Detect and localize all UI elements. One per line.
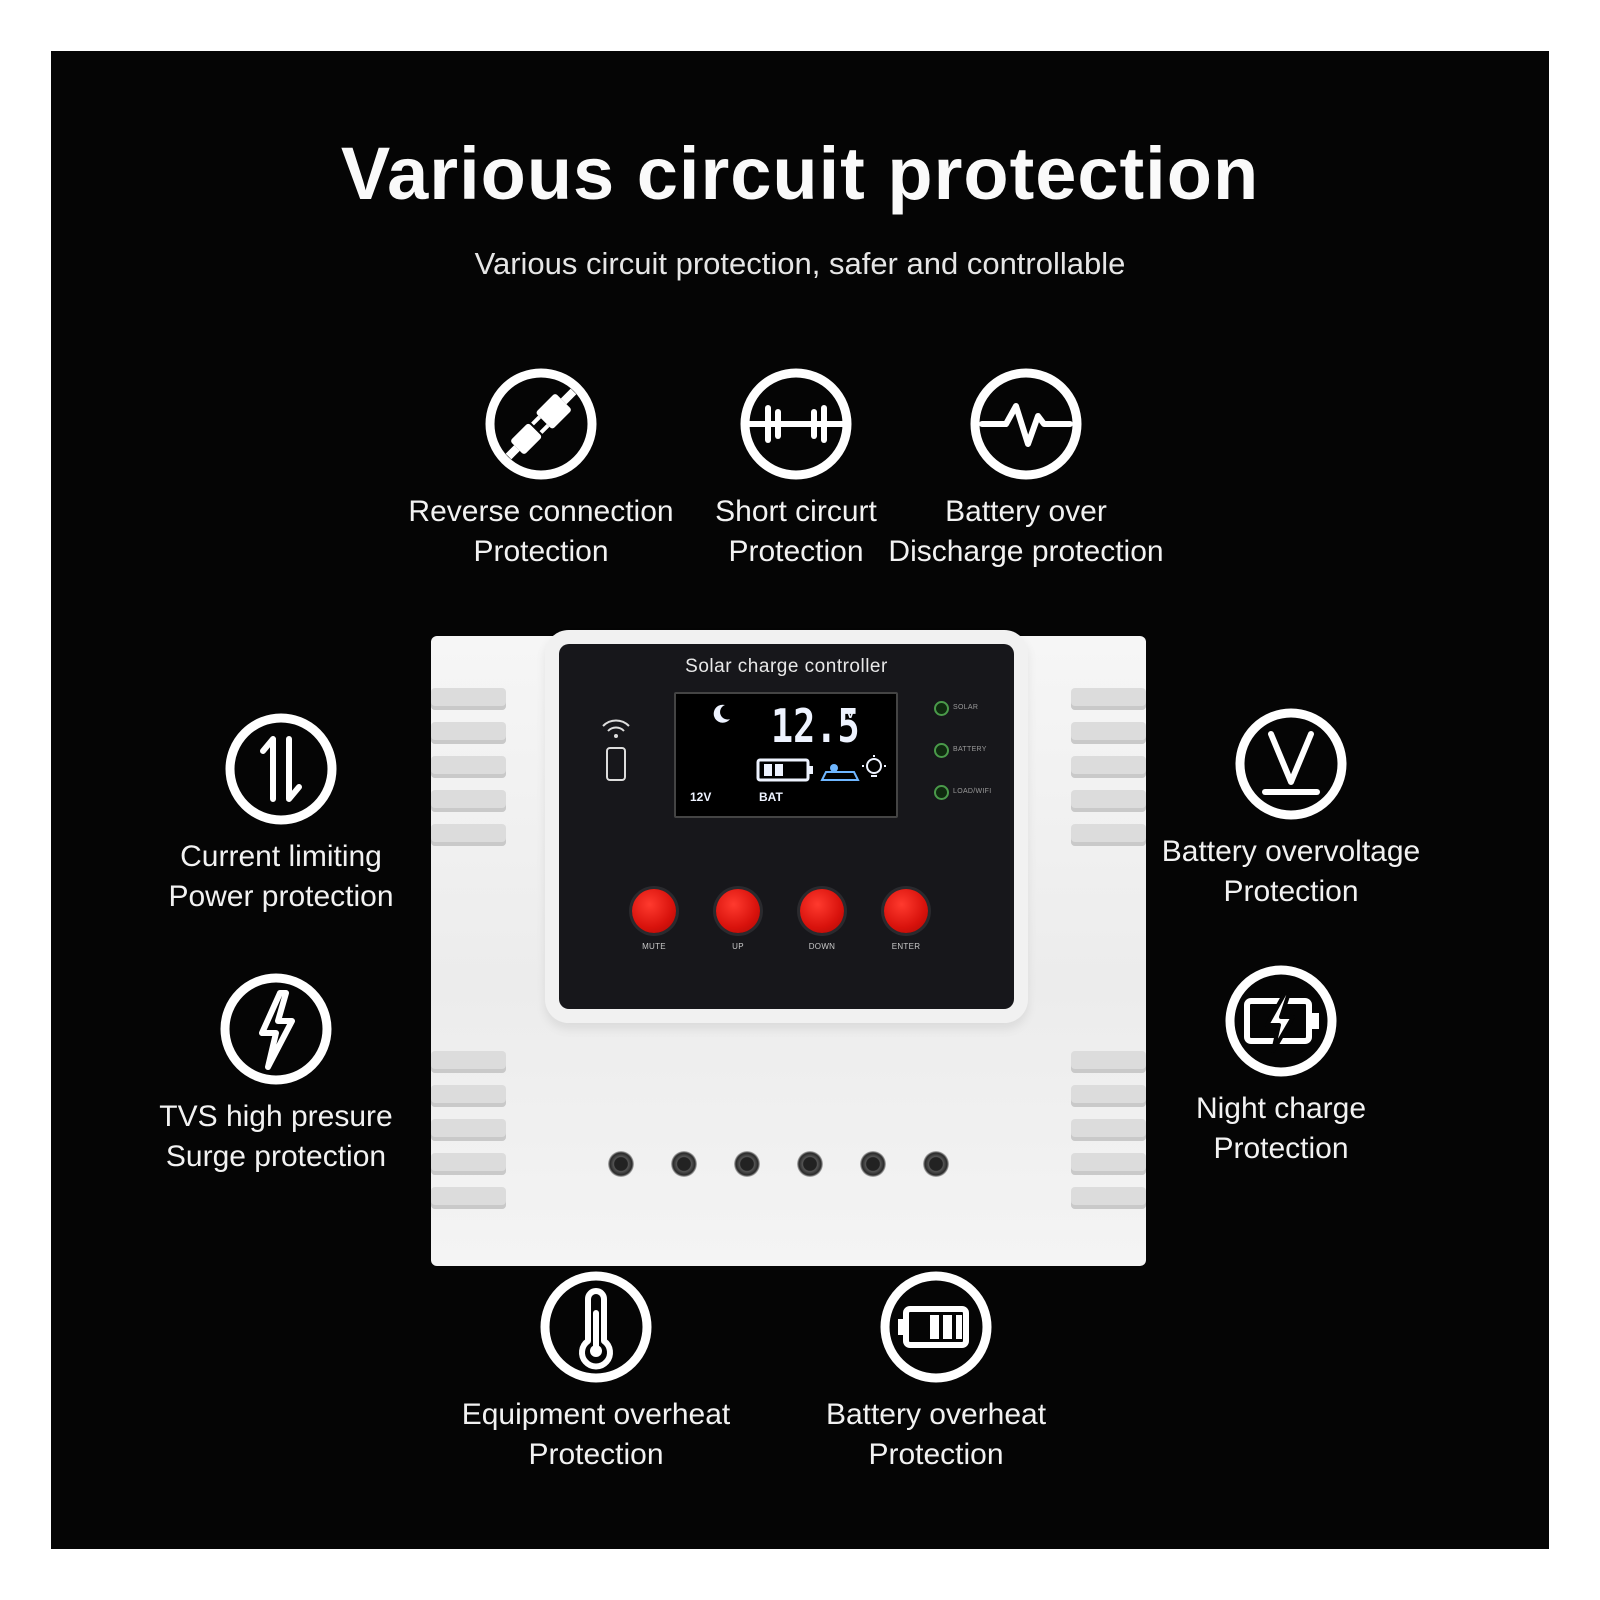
cooling-fin xyxy=(431,824,506,846)
terminal-screw xyxy=(860,1151,886,1177)
feature-label-line2: Protection xyxy=(473,535,609,568)
down-button[interactable] xyxy=(800,889,844,933)
feature-label-line1: Equipment overheat xyxy=(461,1398,731,1431)
pulse-icon xyxy=(970,368,1082,480)
cooling-fin xyxy=(1071,790,1146,812)
led-label-solar: SOLAR xyxy=(953,704,979,711)
terminal-screw xyxy=(671,1151,697,1177)
cooling-fin xyxy=(1071,756,1146,778)
up-button[interactable] xyxy=(716,889,760,933)
cooling-fin xyxy=(431,1051,506,1073)
wifi-phone-icon xyxy=(602,719,630,781)
lcd-display: 12.5 V xyxy=(674,692,898,818)
feature-label-line2: Surge protection xyxy=(165,1140,387,1173)
cooling-fin xyxy=(431,1187,506,1209)
feature-label-line2: Power protection xyxy=(168,880,394,913)
lightning-icon xyxy=(220,973,332,1085)
cooling-fin xyxy=(431,722,506,744)
feature-label-line1: Reverse connection xyxy=(408,495,674,528)
feature-label-line2: Protection xyxy=(868,1438,1004,1471)
lcd-battery-icon xyxy=(756,758,813,782)
terminal-screw xyxy=(923,1151,949,1177)
cooling-fin xyxy=(431,688,506,710)
cooling-fin xyxy=(1071,1119,1146,1141)
lcd-voltage: 12.5 xyxy=(771,699,860,753)
device-body: Solar charge controller 12.5 V xyxy=(431,636,1146,1266)
feature-tvs-surge: TVS high presure Surge protection xyxy=(136,971,416,1177)
page-title: Various circuit protection xyxy=(340,132,1260,215)
down-button-label: DOWN xyxy=(808,942,836,951)
feature-battery-overvoltage: Battery overvoltage Protection xyxy=(1141,706,1441,912)
terminal-screw xyxy=(608,1151,634,1177)
led-label-load-wifi: LOAD/WIFI xyxy=(953,788,992,795)
panel-title: Solar charge controller xyxy=(685,656,888,677)
thermometer-icon xyxy=(540,1271,652,1383)
terminal-screw xyxy=(734,1151,760,1177)
plug-icon xyxy=(485,368,597,480)
cooling-fin xyxy=(1071,722,1146,744)
led-solar xyxy=(934,701,949,716)
feature-label-line2: Protection xyxy=(1223,875,1359,908)
cooling-fin xyxy=(431,1085,506,1107)
feature-label-line2: Protection xyxy=(528,1438,664,1471)
feature-short-circuit: Short circurt Protection xyxy=(666,366,926,572)
led-battery xyxy=(934,743,949,758)
cooling-fin xyxy=(1071,688,1146,710)
cooling-fin xyxy=(1071,1051,1146,1073)
feature-label-line1: Battery over xyxy=(945,495,1107,528)
enter-button-label: ENTER xyxy=(891,942,921,951)
cooling-fin xyxy=(1071,1085,1146,1107)
feature-label-line1: Short circurt xyxy=(715,495,877,528)
feature-night-charge: Night charge Protection xyxy=(1151,963,1411,1169)
led-load-wifi xyxy=(934,785,949,800)
led-label-battery: BATTERY xyxy=(953,746,987,753)
feature-label-line2: Protection xyxy=(1213,1132,1349,1165)
cooling-fin xyxy=(431,790,506,812)
mute-button[interactable] xyxy=(632,889,676,933)
solar-charge-controller: Solar charge controller 12.5 V xyxy=(431,636,1146,1266)
cooling-fin xyxy=(431,756,506,778)
voltage-icon xyxy=(1235,708,1347,820)
product-banner: Various circuit protection Various circu… xyxy=(51,51,1549,1549)
feature-battery-over-discharge: Battery over Discharge protection xyxy=(876,366,1176,572)
feature-label-line2: Discharge protection xyxy=(888,535,1164,568)
feature-label-line1: Battery overheat xyxy=(825,1398,1047,1431)
resistor-icon xyxy=(740,368,852,480)
cooling-fin xyxy=(1071,1153,1146,1175)
feature-label-line1: Current limiting xyxy=(180,840,382,873)
feature-equipment-overheat: Equipment overheat Protection xyxy=(446,1269,746,1475)
mute-button-label: MUTE xyxy=(642,942,666,951)
feature-label-line1: Battery overvoltage xyxy=(1161,835,1421,868)
cooling-fin xyxy=(1071,1187,1146,1209)
lcd-load-icon xyxy=(820,755,886,781)
battery-icon xyxy=(880,1271,992,1383)
feature-label-line2: Protection xyxy=(728,535,864,568)
battery-charge-icon xyxy=(1225,965,1337,1077)
feature-current-limiting: Current limiting Power protection xyxy=(146,711,416,917)
lcd-bat-label: BAT xyxy=(759,790,783,804)
cooling-fin xyxy=(1071,824,1146,846)
enter-button[interactable] xyxy=(884,889,928,933)
control-panel: Solar charge controller 12.5 V xyxy=(559,644,1014,1009)
moon-icon xyxy=(713,704,730,723)
cooling-fin xyxy=(431,1153,506,1175)
lcd-system-voltage: 12V xyxy=(690,790,712,804)
lcd-unit: V xyxy=(846,706,855,721)
terminal-screw xyxy=(797,1151,823,1177)
up-button-label: UP xyxy=(732,942,744,951)
cooling-fin xyxy=(431,1119,506,1141)
feature-label-line1: Night charge xyxy=(1195,1092,1367,1125)
updown-arrows-icon xyxy=(225,713,337,825)
page-subtitle: Various circuit protection, safer and co… xyxy=(474,246,1126,281)
feature-reverse-connection: Reverse connection Protection xyxy=(376,366,706,572)
feature-label-line1: TVS high presure xyxy=(159,1100,393,1133)
feature-battery-overheat: Battery overheat Protection xyxy=(796,1269,1076,1475)
